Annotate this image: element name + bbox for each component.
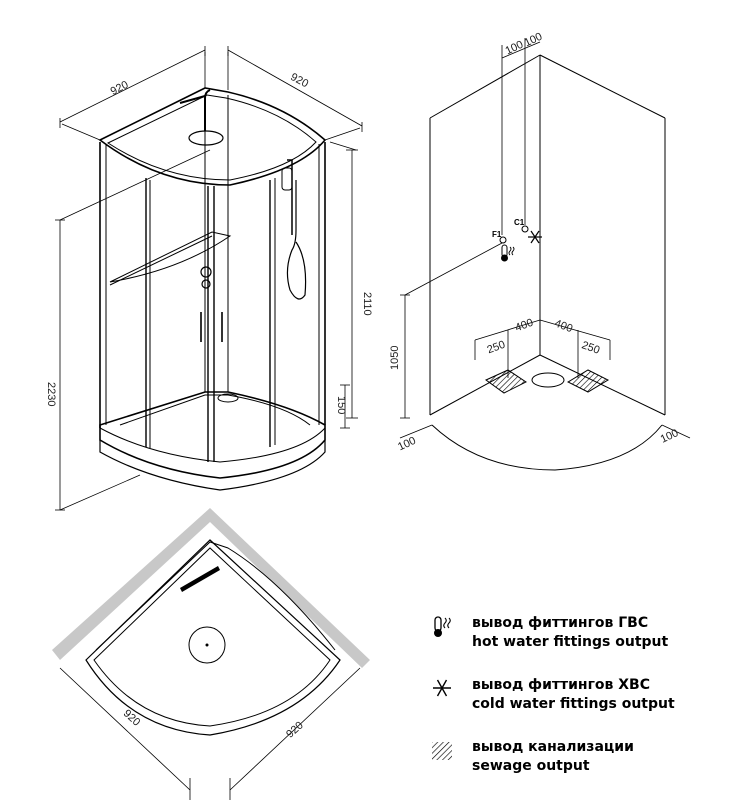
dim-2230: 2230 [45, 382, 57, 406]
legend-sewage: вывод канализации sewage output [430, 738, 634, 776]
legend-hot-line1: вывод фиттингов ГВС [472, 615, 649, 631]
dim-250-left: 250 [486, 339, 507, 357]
dim-150: 150 [335, 396, 347, 414]
label-f1: F1 [492, 230, 502, 239]
dim-2110: 2110 [361, 292, 373, 316]
legend-sewage-line2: sewage output [472, 758, 590, 774]
dim-plan-920-left: 920 [121, 707, 143, 728]
legend-cold-line1: вывод фиттингов ХВС [472, 677, 650, 693]
cabin-dimension-lines [55, 46, 363, 511]
legend-hot-line2: hot water fittings output [472, 634, 669, 650]
legend-hot-water: вывод фиттингов ГВС hot water fittings o… [430, 614, 668, 652]
dim-100-b: 100 [523, 31, 545, 50]
dim-250-right: 250 [580, 339, 601, 357]
snowflake-icon [528, 230, 542, 244]
hatch-icon [432, 742, 452, 760]
legend-sewage-line1: вывод канализации [472, 739, 634, 755]
dim-100-right: 100 [659, 427, 681, 446]
hot-water-icon [434, 616, 451, 637]
dim-100-left: 100 [396, 435, 418, 454]
installation-view [399, 38, 691, 471]
dim-100-a: 100 [504, 39, 526, 58]
dim-920-left: 920 [109, 79, 131, 98]
plan-view [52, 508, 370, 800]
sewage-outlet-right [566, 369, 610, 393]
dim-1050: 1050 [389, 346, 401, 370]
cabin-isometric-view [98, 87, 327, 491]
hot-water-icon [501, 244, 515, 262]
snowflake-icon [433, 679, 451, 697]
label-c1: C1 [514, 218, 525, 227]
dim-400-right: 400 [553, 318, 574, 336]
legend-cold-line2: cold water fittings output [472, 696, 675, 712]
sewage-outlet-left [485, 369, 527, 394]
dim-920-right: 920 [288, 71, 310, 90]
dim-plan-920-right: 920 [284, 719, 306, 740]
dim-400-left: 400 [514, 317, 535, 335]
legend-cold-water: вывод фиттингов ХВС cold water fittings … [430, 676, 675, 714]
